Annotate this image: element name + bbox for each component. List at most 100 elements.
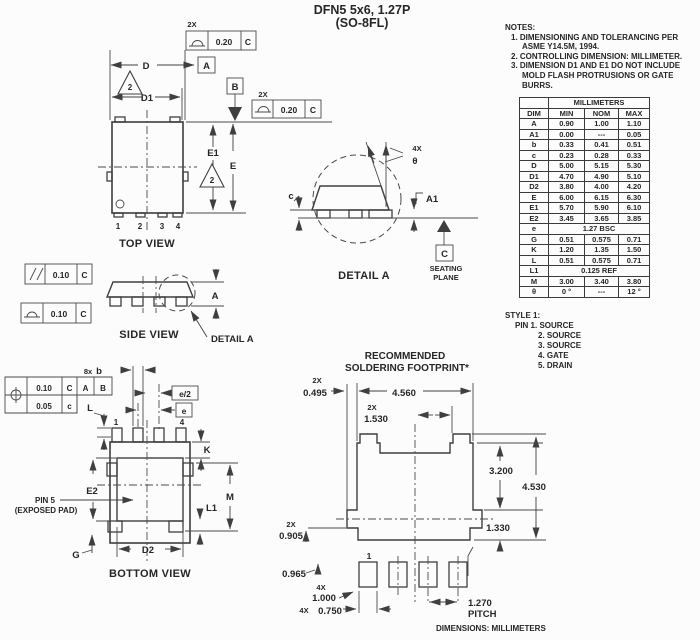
pin5-callout: PIN 5: [35, 496, 56, 505]
drawing-title-line1: DFN5 5x6, 1.27P: [313, 3, 411, 17]
style1-heading: STYLE 1:: [505, 311, 541, 320]
dim-value: 1.000: [312, 593, 336, 604]
dim-label-E: E: [230, 161, 236, 172]
qty-label: 2X: [187, 20, 196, 29]
qty-label: 2X: [286, 520, 295, 529]
dim-label-A: A: [212, 291, 219, 302]
dim-label-E2: E2: [86, 486, 98, 497]
tolerance-datum: C: [67, 384, 73, 393]
dim-value: 0.750: [318, 606, 342, 617]
dim-label-b: b: [96, 366, 102, 377]
package-side-outline: [105, 281, 195, 298]
dim-label-D2: D2: [142, 545, 154, 556]
parallelism-tolerance-frame: 0.10 C: [24, 263, 93, 285]
main-pad-outline: [346, 433, 483, 541]
note-line: MOLD FLASH PROTRUSIONS OR GATE: [522, 70, 674, 80]
qty-label: 4X: [299, 606, 308, 615]
package-body-outline: [109, 441, 191, 544]
detail-a-reference: DETAIL A: [211, 334, 254, 345]
datum-b-label: B: [232, 82, 239, 93]
note-flag-icon: [117, 69, 143, 95]
datum-c-label: C: [441, 249, 448, 260]
table-cell: MIN: [548, 107, 585, 119]
notes-block: NOTES: 1. DIMENSIONING AND TOLERANCING P…: [505, 23, 697, 90]
package-body-outline: [111, 121, 184, 214]
profile-tolerance-frame: 0.20 C: [185, 30, 257, 51]
qty-label: 2X: [312, 376, 321, 385]
pin1-index-mark: [115, 199, 125, 209]
qty-label: 2X: [258, 90, 267, 99]
dim-value: 1.530: [364, 414, 388, 425]
side-view: A DETAIL A 0.10 C 0.10 C SIDE VI: [20, 263, 254, 345]
detail-circle: [312, 154, 402, 244]
profile-tolerance-frame: 0.10 C: [20, 302, 92, 324]
profile-tolerance-frame: 0.20 C: [251, 99, 322, 119]
dim-label-e-half: e/2: [179, 389, 191, 399]
pin-number: 1: [367, 551, 372, 561]
note-line: ASME Y14.5M, 1994.: [522, 42, 600, 52]
surface-profile-icon: [255, 106, 271, 113]
pin-number: 3: [160, 222, 165, 231]
pin-number: 1: [116, 222, 121, 231]
note-flag-2: 2: [128, 83, 133, 92]
style1-pin: 4. GATE: [538, 351, 569, 360]
dim-value: 4.530: [522, 482, 546, 493]
surface-profile-icon: [24, 311, 40, 318]
dim-value: 4.560: [392, 388, 416, 399]
table-cell: NOM: [584, 107, 619, 119]
top-view-caption: TOP VIEW: [119, 238, 175, 250]
qty-label: 2X: [367, 403, 376, 412]
note-line: 1. DIMENSIONING AND TOLERANCING PER: [511, 32, 679, 42]
dim-value: 0.495: [303, 388, 327, 399]
qty-label: 8x: [84, 367, 93, 376]
drawing-title-line2: (SO-8FL): [335, 16, 389, 30]
tolerance-value: 0.05: [36, 402, 52, 411]
dim-value: 1.270: [468, 598, 492, 609]
style1-pin: 5. DRAIN: [538, 361, 573, 370]
footprint-title: SOLDERING FOOTPRINT*: [345, 363, 469, 374]
drawing-title: DFN5 5x6, 1.27P (SO-8FL): [262, 4, 462, 30]
notes-heading: NOTES:: [505, 23, 536, 32]
datum-a-label: A: [203, 61, 210, 72]
pitch-label: PITCH: [468, 609, 497, 620]
table-cell: [519, 97, 549, 109]
tolerance-value: 0.10: [36, 384, 52, 393]
tolerance-value: 0.10: [53, 270, 70, 280]
note-line: 3. DIMENSION D1 AND E1 DO NOT INCLUDE: [511, 61, 681, 71]
detail-reference-circle: [158, 274, 196, 312]
dimensions-units-note: DIMENSIONS: MILLIMETERS: [436, 624, 546, 633]
dim-value: 1.330: [486, 523, 510, 534]
tolerance-datum: B: [100, 384, 106, 393]
seating-plane-caption: SEATING: [430, 264, 463, 273]
dim-label-D1: D1: [141, 93, 154, 104]
top-view: D A 2 D1 B 2X 0.20 C: [98, 20, 332, 250]
dim-label-c: c: [288, 191, 293, 202]
seating-plane-caption: PLANE: [433, 273, 458, 282]
tolerance-datum: C: [80, 309, 86, 319]
bottom-view: 0.10 C A B 0.05 c 8x b 1 4: [4, 366, 238, 580]
style1-pin: 2. SOURCE: [538, 331, 582, 340]
style1-pin: PIN 1. SOURCE: [515, 321, 574, 330]
dim-label-e: e: [182, 406, 187, 416]
dim-label-A1: A1: [426, 194, 439, 205]
pin-number: 2: [138, 222, 143, 231]
tolerance-datum: C: [310, 105, 316, 115]
tolerance-datum: C: [245, 37, 251, 47]
qty-label: 4X: [412, 144, 421, 153]
position-icon: [8, 387, 24, 403]
table-cell: MILLIMETERS: [548, 97, 650, 109]
table-header-row: DIM MIN NOM MAX: [519, 107, 650, 119]
dim-label-L: L: [87, 403, 93, 414]
dim-label-D: D: [143, 61, 150, 72]
pad-outline: [358, 561, 378, 588]
tolerance-datum: A: [83, 384, 89, 393]
